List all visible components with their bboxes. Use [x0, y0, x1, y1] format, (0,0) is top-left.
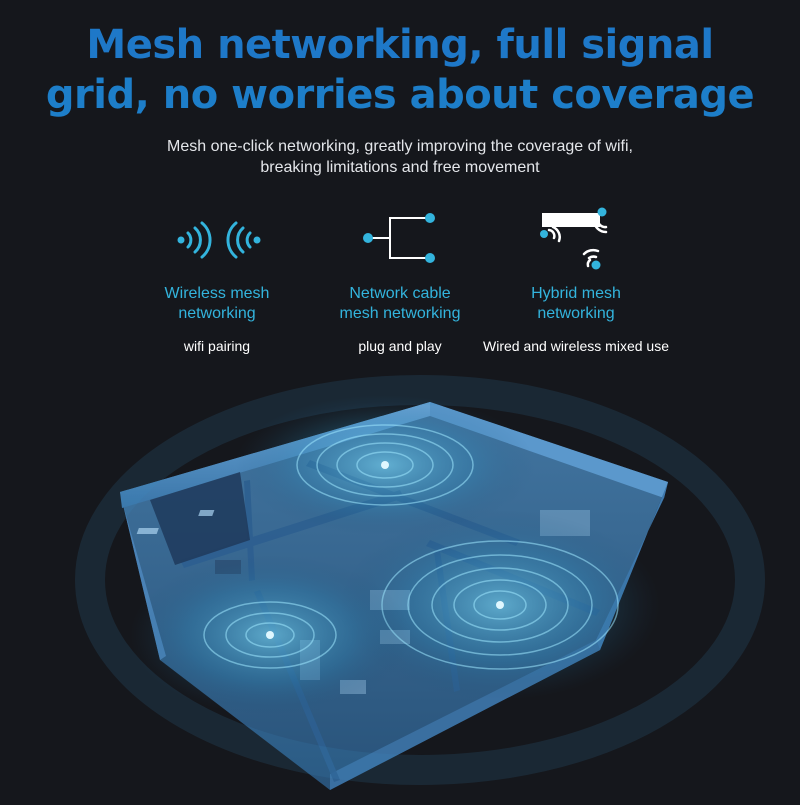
- feature-wireless-mesh: Wireless mesh networking wifi pairing: [97, 200, 337, 354]
- feature-title: Network cable mesh networking: [339, 285, 461, 322]
- subtitle-line-1: Mesh one-click networking, greatly impro…: [167, 138, 633, 155]
- headline: Mesh networking, full signal grid, no wo…: [0, 20, 800, 120]
- network-cable-icon: [280, 200, 520, 280]
- subtitle-line-2: breaking limitations and free movement: [260, 159, 540, 176]
- feature-hybrid-mesh: Hybrid mesh networking Wired and wireles…: [456, 200, 696, 354]
- coverage-zone-top: [235, 395, 535, 535]
- feature-network-cable: Network cable mesh networking plug and p…: [280, 200, 520, 354]
- coverage-zone-left: [130, 555, 410, 715]
- headline-line-2: grid, no worries about coverage: [45, 72, 755, 118]
- headline-line-1: Mesh networking, full signal: [86, 22, 714, 68]
- feature-desc: Wired and wireless mixed use: [483, 338, 669, 354]
- feature-desc: plug and play: [358, 338, 442, 354]
- feature-desc: wifi pairing: [183, 338, 251, 354]
- subtitle: Mesh one-click networking, greatly impro…: [0, 136, 800, 178]
- wireless-signal-icon: [97, 200, 337, 280]
- feature-title: Hybrid mesh networking: [531, 285, 621, 322]
- floor-plan-illustration: [0, 360, 800, 800]
- hybrid-mesh-icon: [456, 200, 696, 280]
- coverage-zone-right: [340, 510, 660, 700]
- feature-title: Wireless mesh networking: [164, 285, 270, 322]
